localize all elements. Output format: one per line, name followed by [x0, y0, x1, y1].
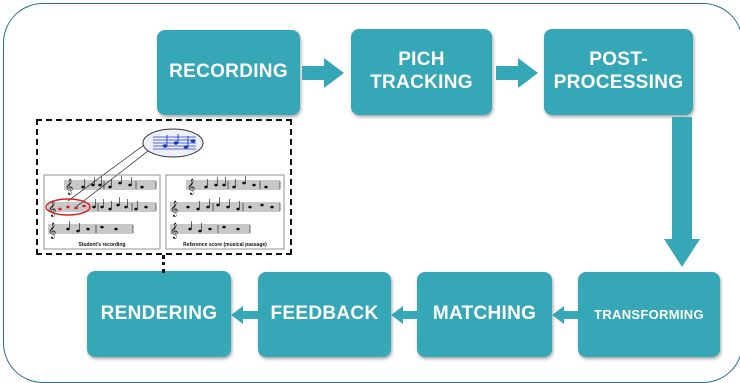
svg-text:𝄞: 𝄞: [65, 179, 73, 195]
svg-text:𝄞: 𝄞: [170, 201, 178, 217]
panel-connector: [162, 255, 165, 273]
node-recording: RECORDING: [157, 30, 300, 115]
reference-score-caption: Reference score (musical passage): [183, 242, 267, 248]
node-matching: MATCHING: [417, 272, 552, 357]
error-highlight: [45, 198, 91, 216]
arrow-pitch-to-post: [496, 58, 538, 88]
node-feedback-label: FEEDBACK: [270, 303, 379, 325]
svg-text:𝄞: 𝄞: [170, 223, 178, 239]
node-recording-label: RECORDING: [169, 61, 288, 83]
score-comparison-panel: 𝄞 𝄞 𝄞 𝄞 𝄞 𝄞: [36, 119, 292, 255]
node-feedback: FEEDBACK: [258, 272, 391, 357]
node-post-processing-label: POST- PROCESSING: [553, 49, 684, 93]
svg-text:𝄞: 𝄞: [48, 201, 56, 217]
node-pitch-tracking: PICH TRACKING: [351, 29, 492, 115]
arrow-post-to-transforming: [664, 117, 700, 267]
score-illustration: 𝄞 𝄞 𝄞 𝄞 𝄞 𝄞: [43, 128, 285, 250]
node-rendering-label: RENDERING: [100, 302, 218, 324]
svg-text:𝄞: 𝄞: [187, 179, 195, 195]
node-pitch-tracking-label: PICH TRACKING: [370, 49, 473, 93]
arrow-feedback-to-rendering: [231, 306, 258, 324]
node-post-processing: POST- PROCESSING: [544, 29, 693, 115]
arrow-matching-to-feedback: [391, 306, 417, 324]
arrow-transforming-to-matching: [552, 306, 578, 324]
node-matching-label: MATCHING: [432, 303, 537, 325]
svg-text:𝄞: 𝄞: [48, 223, 56, 239]
node-rendering: RENDERING: [87, 271, 231, 357]
student-recording-caption: Student's recording: [78, 242, 125, 248]
node-transforming-label: TRANSFORMING: [594, 306, 704, 322]
node-transforming: TRANSFORMING: [578, 272, 720, 357]
arrow-recording-to-pitch: [302, 58, 344, 88]
